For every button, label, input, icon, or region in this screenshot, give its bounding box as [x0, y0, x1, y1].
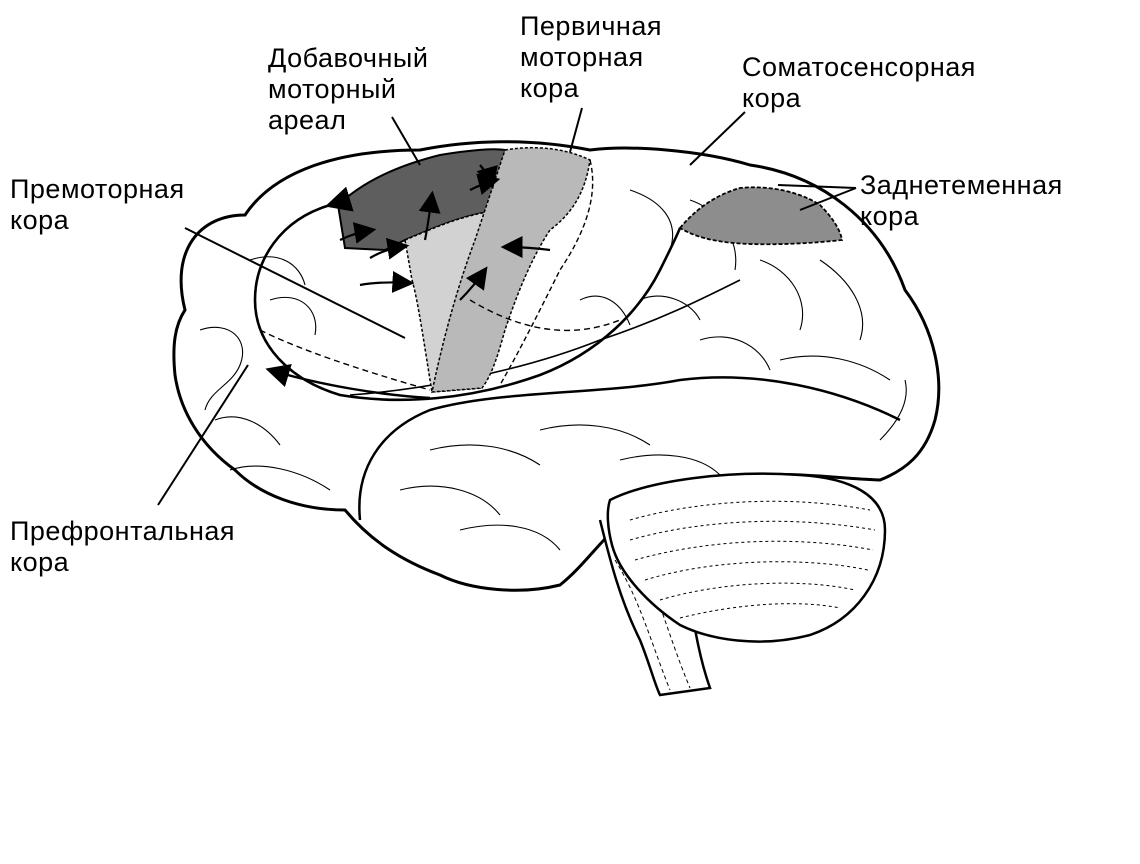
- label-line: моторная: [520, 42, 644, 72]
- temporal-lobe-contour: [358, 376, 901, 521]
- central-sulcus: [499, 159, 594, 386]
- label-line: Префронтальная: [10, 516, 236, 546]
- motor-pathway-loop: [253, 186, 682, 402]
- label-premotor-cortex: Премоторная кора: [10, 174, 185, 236]
- label-line: кора: [742, 83, 802, 113]
- label-line: Первичная: [520, 11, 662, 41]
- label-line: ареал: [268, 105, 347, 135]
- brain-outline: [172, 140, 941, 592]
- posterior-parietal-area: [678, 186, 844, 246]
- label-somatosensory-cortex: Соматосенсорная кора: [742, 52, 976, 114]
- label-line: Добавочный: [268, 43, 429, 73]
- lateral-sulcus: [349, 279, 741, 396]
- cerebellum: [606, 472, 887, 643]
- label-posterior-parietal-cortex: Заднетеменная кора: [860, 170, 1063, 232]
- label-line: моторный: [268, 74, 397, 104]
- label-line: Заднетеменная: [860, 170, 1063, 200]
- label-primary-motor-cortex: Первичная моторная кора: [520, 11, 662, 104]
- label-prefrontal-cortex: Префронтальная кора: [10, 516, 235, 578]
- prefrontal-pathway: [265, 364, 431, 400]
- label-line: кора: [10, 205, 70, 235]
- gyri-texture: [199, 189, 907, 551]
- leader-lines: [157, 107, 857, 506]
- label-line: кора: [10, 547, 70, 577]
- label-line: Премоторная: [10, 174, 185, 204]
- label-supplementary-motor-area: Добавочный моторный ареал: [268, 43, 428, 136]
- label-line: кора: [860, 201, 920, 231]
- label-line: Соматосенсорная: [742, 52, 976, 82]
- label-line: кора: [520, 73, 580, 103]
- internal-arrows: [339, 164, 551, 301]
